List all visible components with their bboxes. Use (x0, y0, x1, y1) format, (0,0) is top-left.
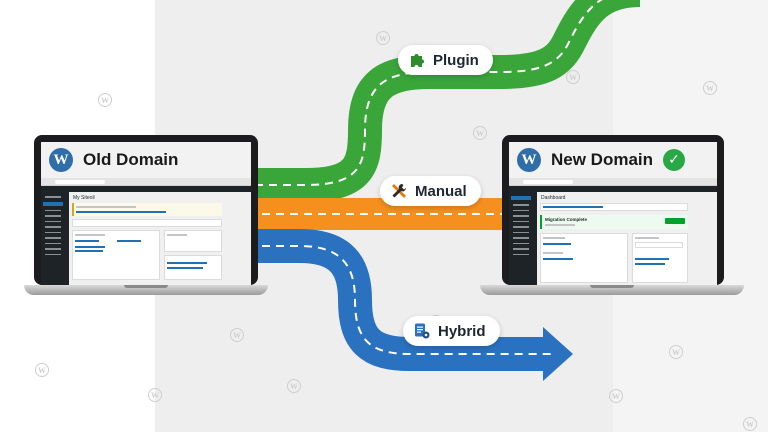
hybrid-label-text: Hybrid (438, 322, 486, 340)
old-domain-screen: W Old Domain My Siteoil (41, 142, 251, 285)
new-domain-laptop: W New Domain ✓ Dashboard Migration Compl… (480, 135, 744, 299)
admin-content: My Siteoil (69, 192, 251, 285)
watermark-wordpress-icon: W (566, 70, 580, 84)
hybrid-label: Hybrid (403, 316, 500, 346)
dashboard-heading: My Siteoil (73, 195, 95, 201)
new-domain-screen: W New Domain ✓ Dashboard Migration Compl… (509, 142, 717, 285)
watermark-wordpress-icon: W (287, 379, 301, 393)
admin-bar (509, 186, 717, 192)
tools-icon (390, 182, 408, 200)
old-domain-laptop: W Old Domain My Siteoil (24, 135, 268, 299)
migration-button[interactable] (665, 218, 685, 224)
browser-bar (509, 178, 717, 186)
plugin-label: Plugin (398, 45, 493, 75)
watermark-wordpress-icon: W (703, 81, 717, 95)
manual-label-text: Manual (415, 182, 467, 200)
watermark-wordpress-icon: W (609, 389, 623, 403)
check-circle-icon: ✓ (663, 149, 686, 171)
watermark-wordpress-icon: W (148, 388, 162, 402)
watermark-wordpress-icon: W (35, 363, 49, 377)
watermark-wordpress-icon: W (743, 417, 757, 431)
hybrid-arrowhead (543, 327, 573, 381)
new-domain-title: New Domain (551, 150, 654, 169)
admin-content: Dashboard Migration Complete (537, 192, 717, 285)
admin-sidebar (509, 192, 537, 285)
admin-bar (41, 186, 251, 192)
wordpress-logo-icon: W (49, 148, 73, 172)
hybrid-path-dashes (262, 245, 555, 355)
watermark-wordpress-icon: W (669, 345, 683, 359)
wordpress-logo-icon: W (517, 148, 541, 172)
manual-label: Manual (380, 176, 481, 206)
plugin-label-text: Plugin (433, 51, 479, 69)
watermark-wordpress-icon: W (473, 126, 487, 140)
puzzle-icon (408, 51, 426, 69)
watermark-wordpress-icon: W (98, 93, 112, 107)
migration-notice: Migration Complete (545, 217, 588, 222)
old-domain-title: Old Domain (83, 150, 179, 169)
plugin-path-dashes (255, 0, 603, 186)
watermark-wordpress-icon: W (230, 328, 244, 342)
watermark-wordpress-icon: W (376, 31, 390, 45)
dashboard-heading: Dashboard (541, 195, 566, 201)
admin-sidebar (41, 192, 69, 285)
document-gear-icon (413, 322, 431, 340)
browser-bar (41, 178, 251, 186)
